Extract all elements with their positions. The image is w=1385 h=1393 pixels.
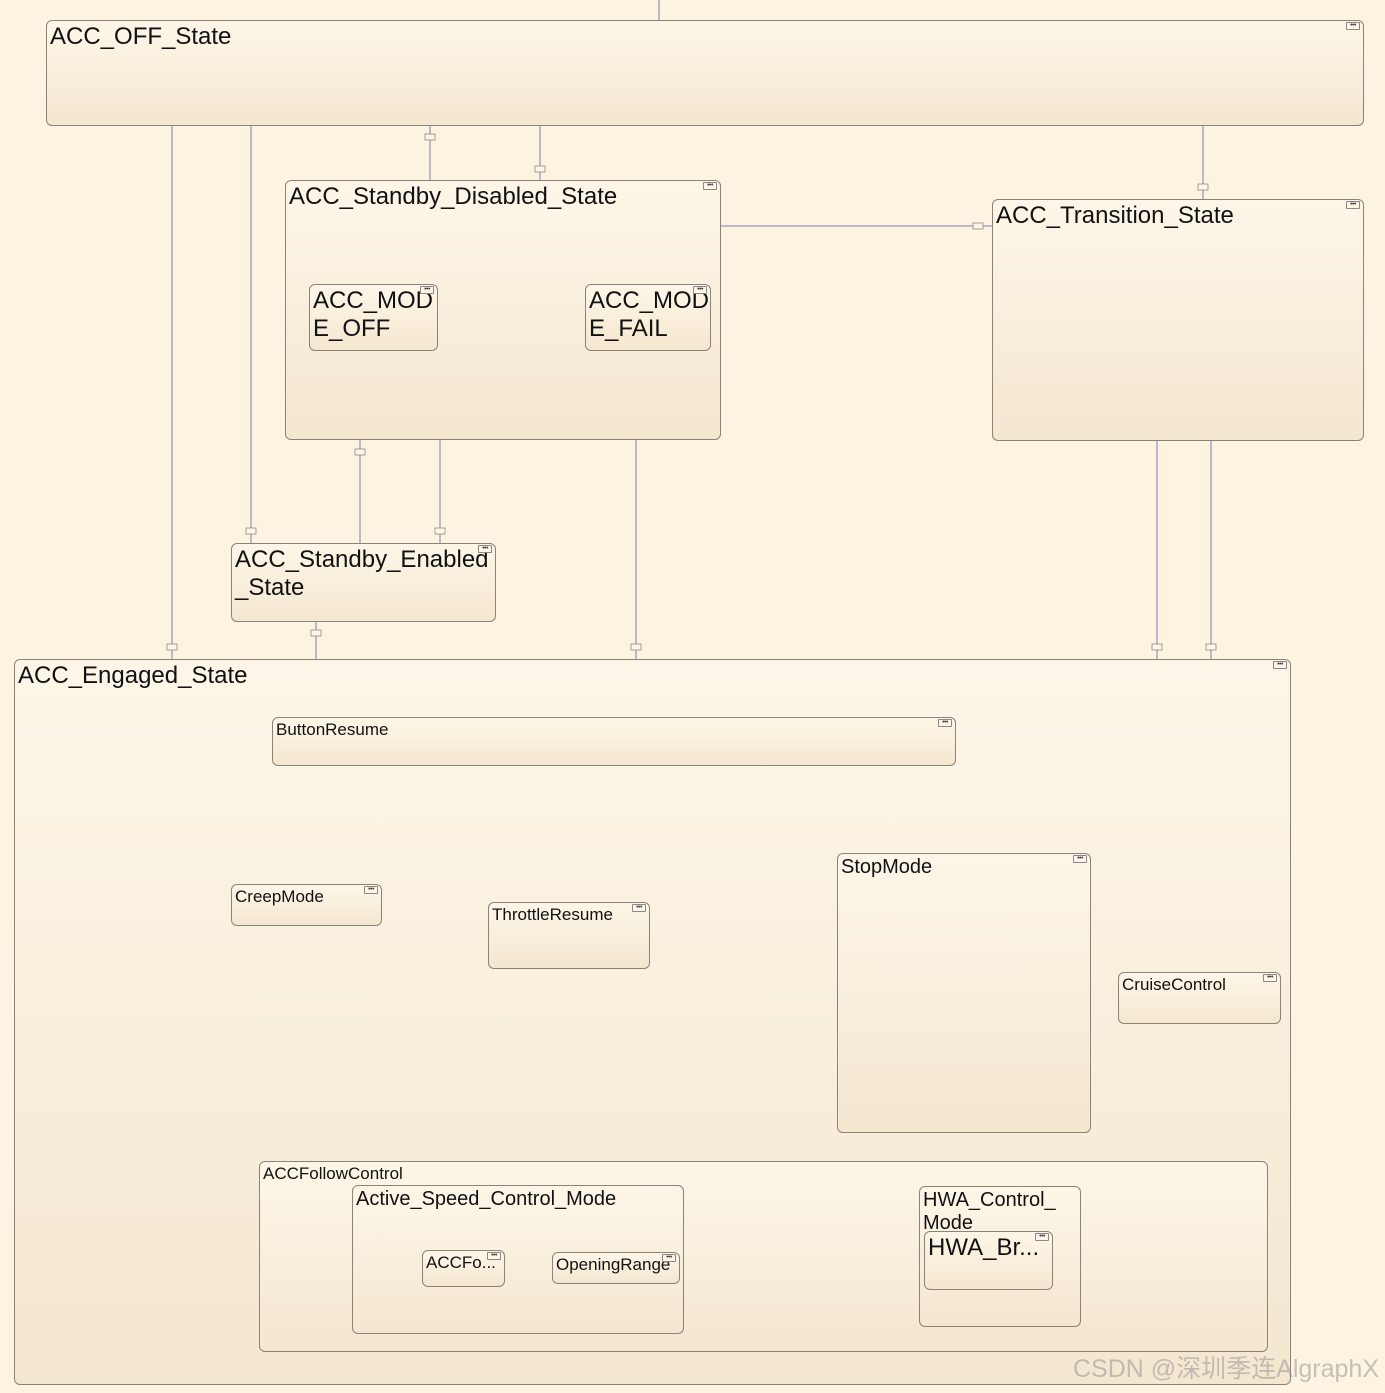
state-label: ThrottleResume xyxy=(492,905,613,924)
state-acc-fo[interactable]: ACCFo... ••• xyxy=(422,1250,505,1287)
ellipsis-icon[interactable]: ••• xyxy=(478,545,492,553)
transition-label-box xyxy=(1151,643,1163,651)
transition-label-box xyxy=(534,165,546,173)
state-label: Active_Speed_Control_Mode xyxy=(356,1188,617,1210)
transition-label-box xyxy=(972,222,984,230)
state-label: ACC_OFF_State xyxy=(50,23,232,50)
ellipsis-icon[interactable]: ••• xyxy=(487,1252,501,1260)
state-creep-mode[interactable]: CreepMode ••• xyxy=(231,884,382,926)
state-acc-transition[interactable]: ACC_Transition_State ••• xyxy=(992,199,1364,441)
state-label: ACC_MOD E_OFF xyxy=(313,287,434,342)
state-label: StopMode xyxy=(841,856,933,878)
state-acc-standby-enabled[interactable]: ACC_Standby_Enabled _State ••• xyxy=(231,543,496,622)
state-label: ACC_Standby_Enabled _State xyxy=(235,546,489,601)
state-button-resume[interactable]: ButtonResume ••• xyxy=(272,717,956,766)
ellipsis-icon[interactable]: ••• xyxy=(632,904,646,912)
state-label: HWA_Br... xyxy=(928,1234,1040,1261)
state-label: CruiseControl xyxy=(1122,975,1226,994)
ellipsis-icon[interactable]: ••• xyxy=(1346,22,1360,30)
state-acc-mode-off[interactable]: ACC_MOD E_OFF ••• xyxy=(309,284,438,351)
transition-label-box xyxy=(245,527,257,535)
ellipsis-icon[interactable]: ••• xyxy=(1263,974,1277,982)
transition-label-box xyxy=(166,643,178,651)
state-label: OpeningRange xyxy=(556,1255,671,1274)
transition-label-box xyxy=(1197,183,1209,191)
state-acc-off[interactable]: ACC_OFF_State ••• xyxy=(46,20,1364,126)
state-label: ACC_Standby_Disabled_State xyxy=(289,183,618,210)
state-label: ACC_Engaged_State xyxy=(18,662,248,689)
state-label: ACC_Transition_State xyxy=(996,202,1234,229)
ellipsis-icon[interactable]: ••• xyxy=(662,1254,676,1262)
ellipsis-icon[interactable]: ••• xyxy=(364,886,378,894)
transition-label-box xyxy=(424,133,436,141)
state-hwa-br[interactable]: HWA_Br... ••• xyxy=(924,1231,1053,1290)
ellipsis-icon[interactable]: ••• xyxy=(1346,201,1360,209)
state-throttle-resume[interactable]: ThrottleResume ••• xyxy=(488,902,650,969)
transition-label-box xyxy=(310,629,322,637)
state-opening-range[interactable]: OpeningRange ••• xyxy=(552,1252,680,1284)
ellipsis-icon[interactable]: ••• xyxy=(1273,661,1287,669)
ellipsis-icon[interactable]: ••• xyxy=(693,286,707,294)
state-label: CreepMode xyxy=(235,887,324,906)
state-acc-mode-fail[interactable]: ACC_MOD E_FAIL ••• xyxy=(585,284,711,351)
ellipsis-icon[interactable]: ••• xyxy=(1035,1233,1049,1241)
state-label: ACCFo... xyxy=(426,1253,496,1272)
transition-label-box xyxy=(354,448,366,456)
state-label: ACCFollowControl xyxy=(263,1164,403,1183)
transition-label-box xyxy=(630,643,642,651)
state-cruise-control[interactable]: CruiseControl ••• xyxy=(1118,972,1281,1024)
state-stop-mode[interactable]: StopMode ••• xyxy=(837,853,1091,1133)
ellipsis-icon[interactable]: ••• xyxy=(420,286,434,294)
state-label: HWA_Control_ Mode xyxy=(923,1189,1056,1234)
transition-label-box xyxy=(434,527,446,535)
watermark: CSDN @深圳季连AlgraphX xyxy=(1072,1355,1379,1383)
transition-label-box xyxy=(1205,643,1217,651)
ellipsis-icon[interactable]: ••• xyxy=(938,719,952,727)
ellipsis-icon[interactable]: ••• xyxy=(1073,855,1087,863)
ellipsis-icon[interactable]: ••• xyxy=(703,182,717,190)
state-label: ACC_MOD E_FAIL xyxy=(589,287,710,342)
state-label: ButtonResume xyxy=(276,720,389,739)
